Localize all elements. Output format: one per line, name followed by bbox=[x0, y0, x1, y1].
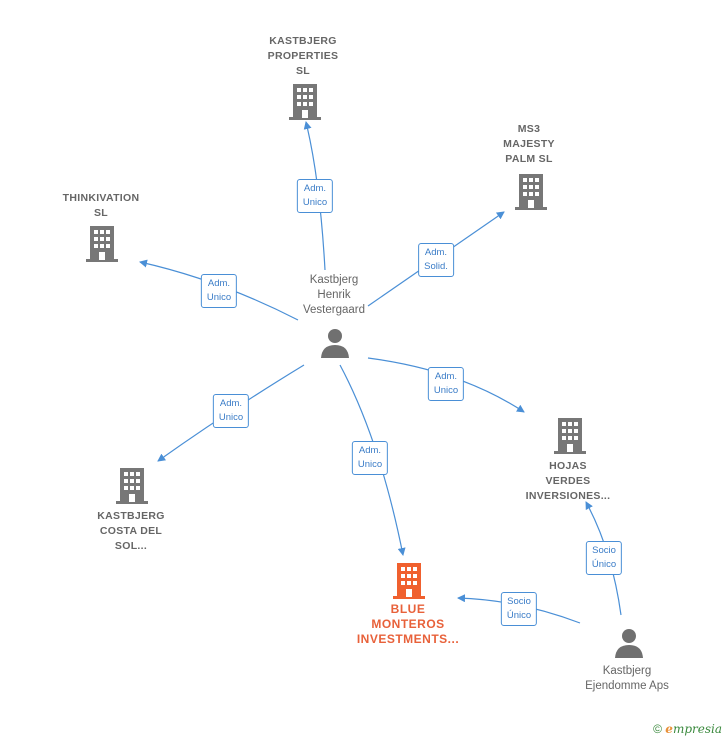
node-blue-monteros[interactable]: BLUE MONTEROS INVESTMENTS... bbox=[356, 602, 460, 646]
person-icon[interactable] bbox=[614, 628, 644, 658]
copyright-logo[interactable]: © empresia bbox=[653, 722, 722, 736]
edge-label-to-costa[interactable]: Adm. Unico bbox=[212, 394, 250, 428]
edge-label-to-properties[interactable]: Adm. Unico bbox=[296, 179, 334, 213]
building-icon[interactable] bbox=[116, 468, 148, 504]
building-icon[interactable] bbox=[554, 418, 586, 454]
node-kastbjerg-properties[interactable]: KASTBJERG PROPERTIES SL bbox=[267, 35, 339, 77]
person-icon[interactable] bbox=[320, 328, 350, 358]
node-thinkivation[interactable]: THINKIVATION SL bbox=[62, 192, 140, 219]
copyright-symbol: © bbox=[653, 722, 662, 736]
node-kastbjerg-ejendomme[interactable]: Kastbjerg Ejendomme Aps bbox=[585, 665, 669, 692]
edge-label-ejendomme-to-hojas[interactable]: Socio Único bbox=[585, 541, 623, 575]
building-icon[interactable] bbox=[289, 84, 321, 120]
building-icon-focus[interactable] bbox=[393, 563, 425, 599]
node-ms3-majesty[interactable]: MS3 MAJESTY PALM SL bbox=[503, 123, 555, 165]
building-icon[interactable] bbox=[86, 226, 118, 262]
brand-name: mpresia bbox=[672, 722, 722, 736]
edge-label-to-ms3[interactable]: Adm. Solid. bbox=[418, 243, 454, 277]
edge-label-ejendomme-to-blue[interactable]: Socio Único bbox=[500, 592, 538, 626]
edge-label-to-thinkivation[interactable]: Adm. Unico bbox=[200, 274, 238, 308]
node-hojas-verdes[interactable]: HOJAS VERDES INVERSIONES... bbox=[525, 460, 611, 502]
brand-initial: e bbox=[665, 722, 673, 736]
node-kastbjerg-henrik[interactable]: Kastbjerg Henrik Vestergaard bbox=[302, 274, 366, 316]
edge-label-to-hojas[interactable]: Adm. Unico bbox=[427, 367, 465, 401]
building-icon[interactable] bbox=[515, 174, 547, 210]
edge-label-to-blue[interactable]: Adm. Unico bbox=[351, 441, 389, 475]
node-kastbjerg-costa[interactable]: KASTBJERG COSTA DEL SOL... bbox=[97, 510, 165, 552]
